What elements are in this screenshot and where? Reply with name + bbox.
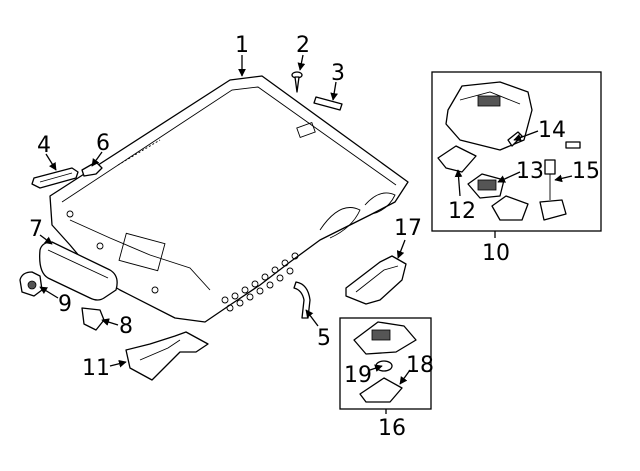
callout-2: 2 — [296, 33, 310, 58]
callout-7: 7 — [29, 217, 43, 242]
grab-handle-part — [31, 167, 79, 189]
lens-part — [437, 145, 477, 173]
dome-bulb-part — [375, 360, 393, 372]
map-lamp-part — [467, 173, 505, 199]
callout-11: 11 — [82, 356, 110, 381]
dome-lamp-part — [353, 321, 417, 355]
callout-15: 15 — [572, 159, 600, 184]
headliner-vent-holes — [66, 210, 299, 312]
callout-13: 13 — [516, 159, 544, 184]
callout-3: 3 — [331, 61, 345, 86]
console-bracket-part — [345, 255, 407, 305]
overhead-console-part — [445, 81, 533, 151]
lamp-cover-part — [491, 195, 529, 221]
callout-12: 12 — [448, 199, 476, 224]
callout-16: 16 — [378, 416, 406, 441]
callout-17: 17 — [394, 216, 422, 241]
trim-strip-part — [293, 281, 311, 319]
bracket-part — [125, 331, 209, 381]
callout-4: 4 — [37, 133, 51, 158]
dome-lens-part — [359, 377, 403, 403]
callout-19: 19 — [344, 363, 372, 388]
callout-8: 8 — [119, 314, 133, 339]
callout-1: 1 — [235, 33, 249, 58]
callout-5: 5 — [317, 326, 331, 351]
pad-part — [313, 96, 343, 111]
callout-10: 10 — [482, 241, 510, 266]
cover-part — [81, 307, 105, 331]
harness-part — [539, 159, 567, 221]
assembly-10-box — [431, 71, 602, 232]
callout-6: 6 — [96, 131, 110, 156]
callout-9: 9 — [58, 292, 72, 317]
callout-14: 14 — [538, 118, 566, 143]
callout-18: 18 — [406, 353, 434, 378]
leader-lines — [39, 54, 573, 414]
screw-part — [291, 71, 303, 93]
visor-holder-part — [19, 271, 43, 297]
callout-labels: 1 2 3 4 6 7 9 8 11 5 17 14 13 15 12 10 1… — [29, 33, 600, 441]
